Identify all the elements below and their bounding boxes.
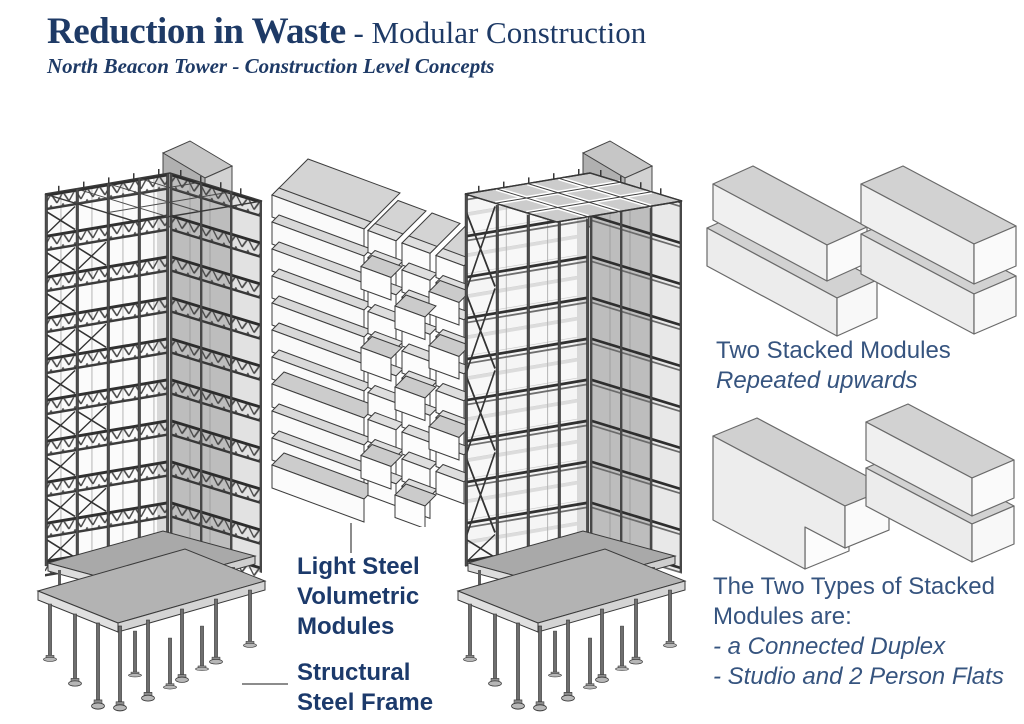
note-types-line1: The Two Types of Stacked — [713, 573, 995, 600]
figure-stacked-pair-2 — [855, 124, 1023, 339]
tower-roof-modules — [464, 172, 683, 223]
callout-steel-frame: Structural Steel Frame — [297, 658, 433, 718]
slide-title: Reduction in Waste - Modular Constructio… — [47, 10, 646, 53]
note-stacked-modules: Two Stacked Modules Repeated upwards — [716, 336, 951, 396]
figure-stacked-pair-1 — [703, 132, 893, 357]
note-stacked-line2: Repeated upwards — [716, 367, 918, 394]
steel-frame-tower-svg — [30, 140, 270, 718]
figure-module-stack — [260, 155, 495, 529]
leader-line-modules — [350, 523, 352, 553]
top-module — [860, 165, 1017, 285]
slide-header: Reduction in Waste - Modular Constructio… — [47, 10, 646, 79]
figure-modular-tower — [450, 126, 690, 718]
callout-volumetric-line1: Light Steel — [297, 553, 420, 580]
tower-podium — [458, 531, 685, 711]
figure-stacked-flats — [862, 380, 1022, 566]
figure-connected-duplex — [695, 398, 905, 578]
connected-duplex-svg — [712, 417, 890, 570]
tower-left-face — [464, 172, 590, 567]
note-module-types: The Two Types of Stacked Modules are: - … — [713, 572, 1004, 692]
tower-right-face — [170, 172, 262, 584]
title-rest: - Modular Construction — [345, 15, 647, 50]
top-module — [712, 165, 868, 282]
callout-volumetric-line2: Volumetric — [297, 583, 420, 610]
stacked-flats-svg — [865, 403, 1015, 563]
note-types-line2: Modules are: — [713, 603, 852, 630]
tower-podium — [38, 531, 265, 711]
callout-frame-line2: Steel Frame — [297, 689, 434, 716]
callout-volumetric-line3: Modules — [297, 613, 395, 640]
tower-roof-grid — [44, 172, 263, 223]
note-types-line3: - a Connected Duplex — [713, 633, 946, 660]
figure-steel-frame-tower — [30, 126, 270, 718]
callout-frame-line1: Structural — [297, 659, 411, 686]
title-strong: Reduction in Waste — [47, 11, 346, 52]
modular-tower-svg — [450, 140, 690, 718]
tower-right-face — [590, 173, 682, 574]
tower-roof-stubs — [478, 169, 662, 195]
tower-roof-stubs — [58, 169, 242, 195]
leader-line-frame — [242, 683, 288, 685]
callout-volumetric-modules: Light Steel Volumetric Modules — [297, 552, 420, 642]
stacked-pair-1-svg — [706, 165, 878, 337]
top-module — [865, 403, 1015, 517]
module-stack-svg — [271, 158, 495, 529]
stacked-pair-2-svg — [860, 165, 1017, 335]
tower-left-face — [44, 172, 170, 577]
note-stacked-line1: Two Stacked Modules — [716, 337, 951, 364]
note-types-line4: - Studio and 2 Person Flats — [713, 663, 1004, 690]
slide-subtitle: North Beacon Tower - Construction Level … — [47, 54, 495, 78]
